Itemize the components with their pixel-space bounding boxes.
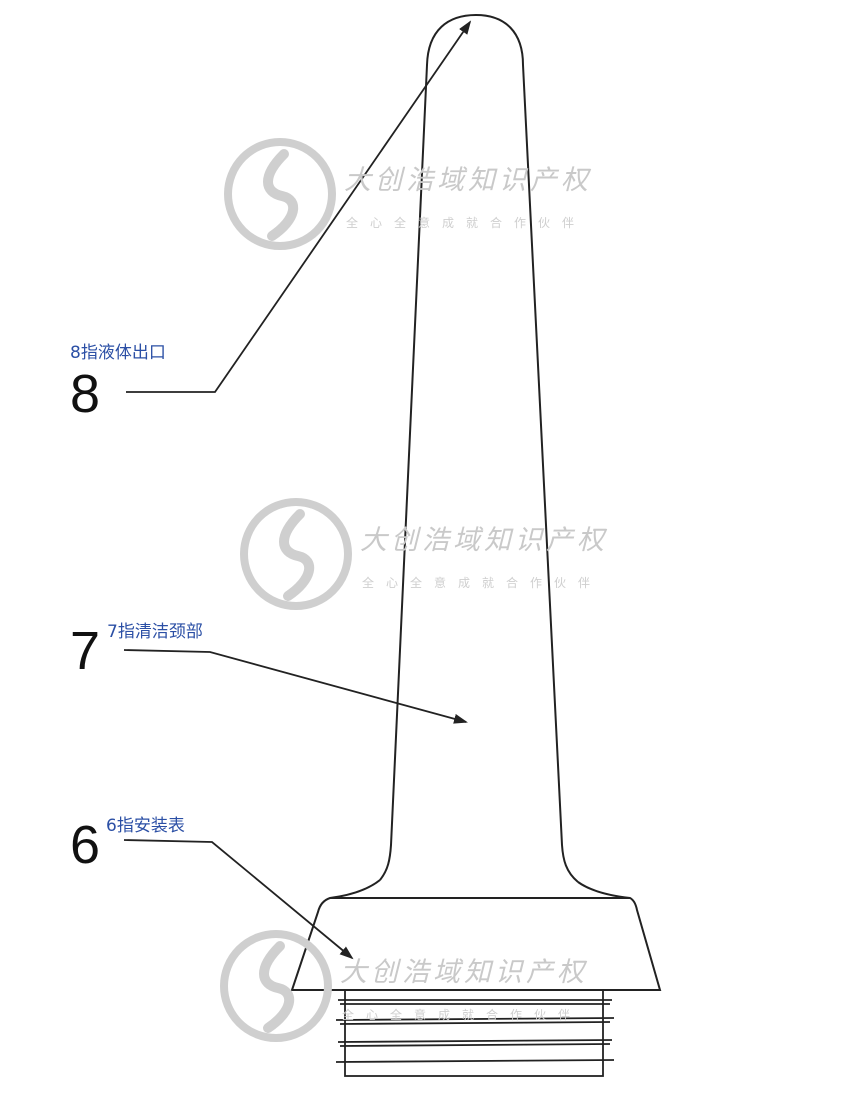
caption-7: 7指清洁颈部 [107,622,203,642]
neck-flare-left [329,879,381,899]
watermark-slogan: 全心全意成就合作伙伴 [346,216,587,230]
watermark: 大创浩域知识产权 全心全意成就合作伙伴 [222,136,642,256]
watermark-logo-icon [220,930,332,1042]
callout-number-7: 7 [70,621,101,681]
watermark: 大创浩域知识产权 全心全意成就合作伙伴 [218,928,638,1048]
threaded-base [335,989,615,1077]
leader-8 [126,20,472,393]
callout-number-8: 8 [70,364,101,424]
mounting-cap-outline [290,897,662,991]
watermark-logo-icon [224,138,336,250]
watermark-logo-icon [240,498,352,610]
caption-6: 6指安装表 [106,816,185,836]
caption-8: 8指液体出口 [70,343,166,363]
nozzle-neck-outline [379,13,579,883]
watermark-title: 大创浩域知识产权 [344,165,592,196]
watermark-slogan: 全心全意成就合作伙伴 [362,576,603,590]
watermark-title: 大创浩域知识产权 [340,957,588,988]
callout-number-6: 6 [70,815,101,875]
neck-flare-right [577,881,631,899]
watermark-title: 大创浩域知识产权 [360,525,608,556]
watermark: 大创浩域知识产权 全心全意成就合作伙伴 [238,496,658,616]
leader-6 [123,839,354,960]
leader-7 [123,649,468,724]
watermark-slogan: 全心全意成就合作伙伴 [342,1008,583,1022]
